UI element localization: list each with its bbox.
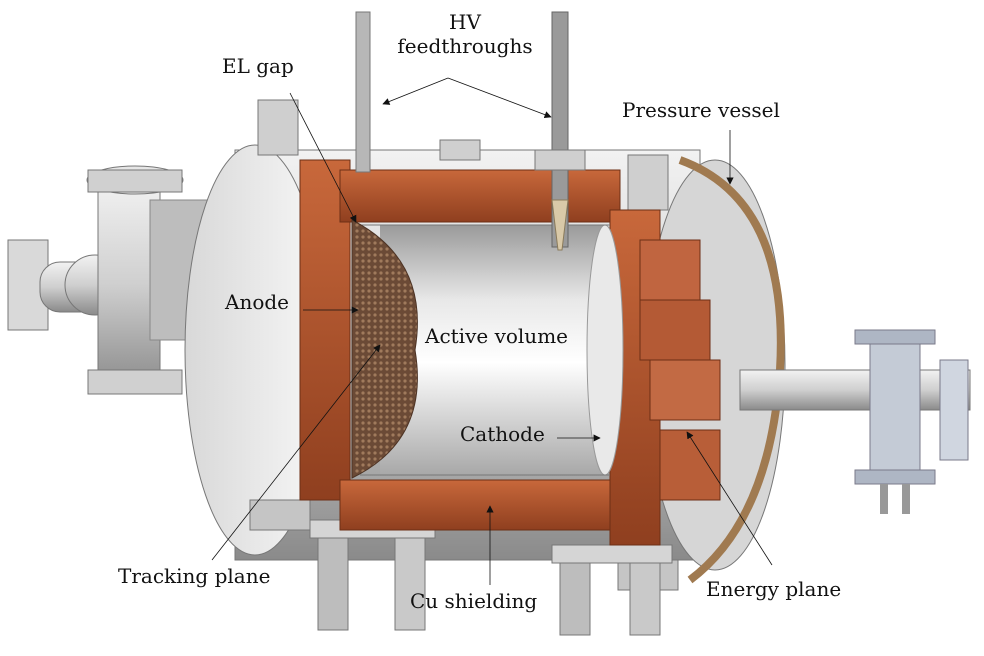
tracking-plane: [351, 219, 418, 479]
hv-pointer-right: [447, 77, 552, 119]
energy-plane: [639, 239, 721, 501]
tracking-plane-pointer: [211, 344, 381, 561]
energy-plane-label: Energy plane: [706, 577, 842, 601]
tracking-plane-label: Tracking plane: [118, 564, 271, 588]
el-gap-label: EL gap: [222, 54, 294, 78]
annotation-lines: [211, 77, 773, 585]
hv-feedthroughs: [355, 11, 586, 251]
active-volume-label: Active volume: [425, 324, 568, 348]
cu-shielding-label: Cu shielding: [410, 589, 538, 613]
right-port-assembly: [739, 329, 971, 514]
hv-feedthroughs-label: HV feedthroughs: [395, 10, 535, 58]
cathode-label: Cathode: [460, 422, 545, 446]
energy-plane-pointer: [686, 431, 773, 566]
hv-label-line1: HV: [449, 10, 481, 34]
anode-label: Anode: [225, 290, 290, 314]
hv-pointer-left: [382, 77, 449, 105]
hv-label-line2: feedthroughs: [397, 34, 533, 58]
active-volume-cylinder: [360, 224, 624, 476]
el-gap-pointer: [289, 92, 357, 223]
pressure-vessel-label: Pressure vessel: [622, 98, 780, 122]
